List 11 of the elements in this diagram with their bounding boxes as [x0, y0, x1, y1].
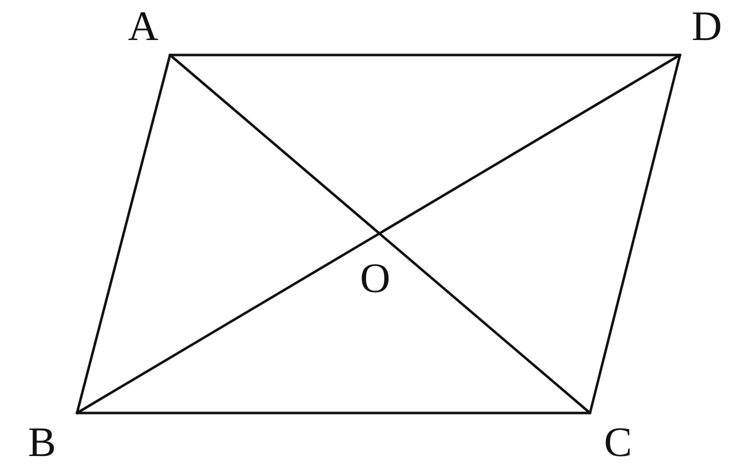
segment-line	[168, 54, 682, 56]
vertex-label: A	[128, 6, 170, 55]
segment-line	[168, 54, 592, 414]
vertex-label: B	[28, 413, 77, 464]
intersection-label: O	[360, 258, 390, 300]
segment-line	[76, 412, 592, 414]
segment-line	[76, 54, 172, 414]
vertex-label: C	[590, 413, 632, 464]
vertex-label: D	[680, 6, 722, 55]
segment-line	[76, 54, 682, 414]
segment-line	[588, 54, 682, 414]
